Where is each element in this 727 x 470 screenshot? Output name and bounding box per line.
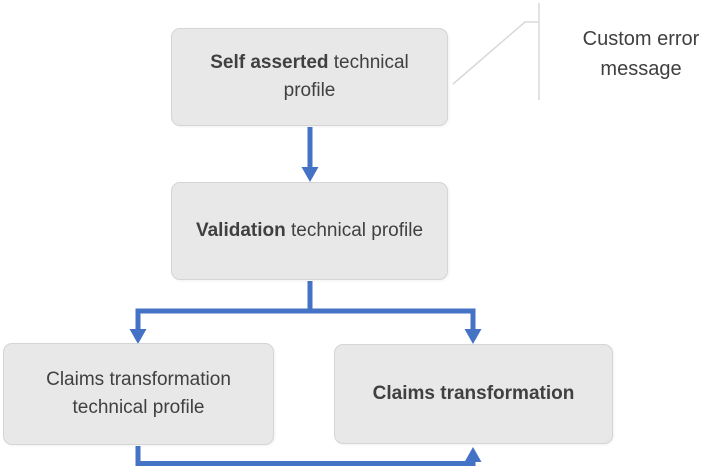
node-label: Self asserted technical profile: [210, 52, 409, 101]
node-label: Claims transformation: [372, 383, 575, 404]
callout-diagonal-line: [452, 21, 539, 85]
node-validation-technical-profile: Validation technical profile: [171, 182, 448, 280]
node-claims-transformation-technical-profile: Claims transformation technical profile: [3, 343, 274, 445]
node-label: Claims transformation technical profile: [46, 369, 231, 418]
arrowhead-down-icon: [129, 329, 147, 344]
callout-custom-error-message: Custom error message: [582, 28, 700, 80]
arrow-self-asserted-to-validation: [301, 127, 319, 182]
arrowhead-down-icon: [464, 329, 482, 344]
arrowhead-down-icon: [301, 167, 319, 182]
bottom-connector: [135, 446, 476, 466]
arrow-validation-branch: [129, 281, 482, 344]
node-claims-transformation: Claims transformation: [334, 344, 613, 444]
callout-leader-line: [452, 3, 540, 100]
node-self-asserted-technical-profile: Self asserted technical profile: [171, 28, 448, 126]
arrowhead-up-icon: [464, 447, 482, 462]
arrow-claims-tp-to-claims-transformation: [135, 446, 482, 466]
branch-horizontal: [135, 308, 476, 330]
node-label: Validation technical profile: [195, 220, 424, 241]
